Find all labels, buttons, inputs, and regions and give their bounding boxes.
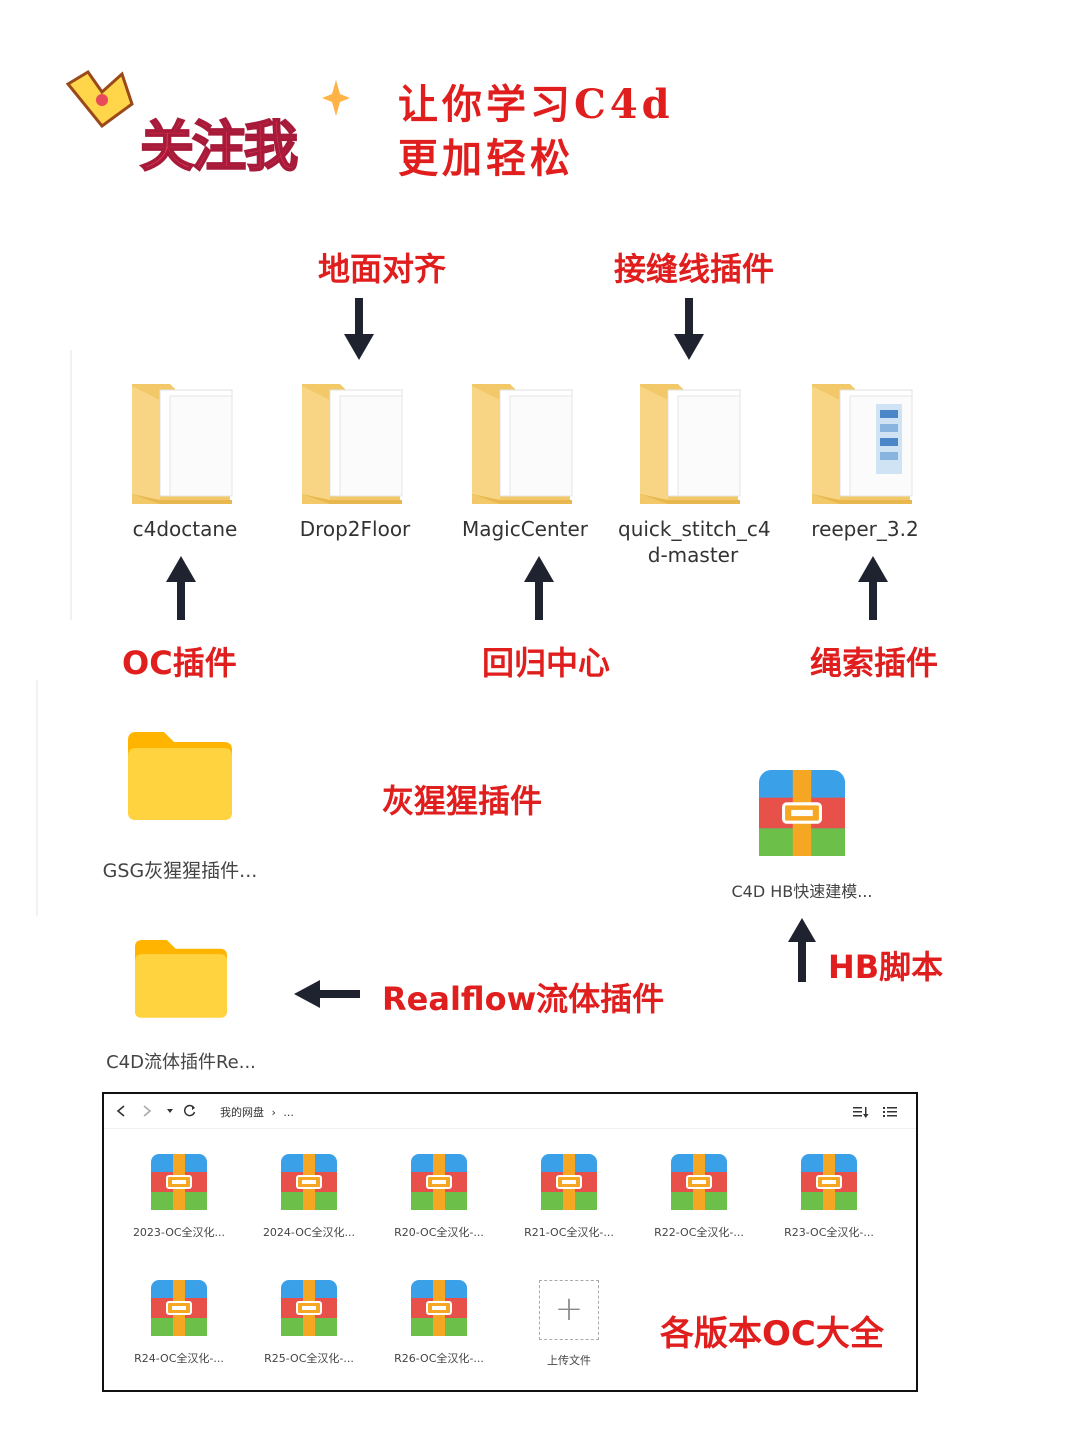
divider xyxy=(36,680,38,916)
file-label: R22-OC全汉化-... xyxy=(654,1226,744,1239)
nav-forward-button[interactable] xyxy=(140,1104,154,1122)
folder-quick-stitch[interactable]: quick_stitch_c4 d-master xyxy=(618,376,771,568)
toolbar-divider xyxy=(104,1128,916,1129)
arrow-up-icon xyxy=(858,556,888,620)
quickstitch-label: 接缝线插件 xyxy=(614,250,775,288)
folder-icon xyxy=(128,730,232,820)
chevron-left-icon xyxy=(116,1105,125,1117)
folder-icon xyxy=(300,376,410,506)
file-label: R24-OC全汉化-... xyxy=(134,1352,224,1365)
nav-back-button[interactable] xyxy=(114,1104,128,1122)
file-item[interactable]: R23-OC全汉化-... xyxy=(774,1154,884,1240)
reeper-label: 绳索插件 xyxy=(810,644,939,682)
hb-label: HB脚本 xyxy=(828,948,944,986)
refresh-button[interactable] xyxy=(182,1103,198,1123)
upload-file-button[interactable]: + 上传文件 xyxy=(514,1280,624,1368)
breadcrumb-root[interactable]: 我的网盘 xyxy=(220,1106,264,1119)
zip-icon xyxy=(151,1154,207,1210)
file-label: 2024-OC全汉化... xyxy=(262,1226,356,1239)
file-hb-script[interactable]: C4D HB快速建模... xyxy=(720,770,884,902)
file-label: R23-OC全汉化-... xyxy=(784,1226,874,1239)
folder-label: GSG灰猩猩插件... xyxy=(102,860,258,882)
gsg-label: 灰猩猩插件 xyxy=(382,782,543,820)
tagline-line2: 更加轻松 xyxy=(398,135,574,182)
breadcrumb: 我的网盘 › ... xyxy=(220,1104,294,1120)
zip-icon xyxy=(671,1154,727,1210)
zip-icon xyxy=(151,1280,207,1336)
octane-label: OC插件 xyxy=(122,644,237,682)
caret-down-icon xyxy=(167,1109,173,1113)
arrow-up-icon xyxy=(788,918,816,982)
folder-gsg[interactable]: GSG灰猩猩插件... xyxy=(90,730,270,883)
file-item[interactable]: R22-OC全汉化-... xyxy=(644,1154,754,1240)
folder-reeper[interactable]: reeper_3.2 xyxy=(790,376,940,542)
file-item[interactable]: R20-OC全汉化-... xyxy=(384,1154,494,1240)
folder-label: quick_stitch_c4 d-master xyxy=(618,517,771,567)
folder-label: Drop2Floor xyxy=(299,517,411,541)
zip-icon xyxy=(281,1280,337,1336)
folder-label: MagicCenter xyxy=(461,517,589,541)
sparkle-icon xyxy=(322,80,350,116)
arrow-up-icon xyxy=(524,556,554,620)
plus-icon: + xyxy=(539,1280,599,1340)
zip-icon xyxy=(411,1280,467,1336)
zip-icon xyxy=(759,770,845,856)
list-view-icon xyxy=(883,1107,897,1117)
file-label: R20-OC全汉化-... xyxy=(394,1226,484,1239)
oc-versions-label: 各版本OC大全 xyxy=(660,1314,884,1354)
history-dropdown[interactable] xyxy=(166,1104,174,1122)
zip-icon xyxy=(281,1154,337,1210)
folder-label: C4D流体插件Re... xyxy=(106,1052,256,1073)
arrow-down-icon xyxy=(344,298,374,360)
sort-icon xyxy=(853,1107,869,1118)
file-label: 2023-OC全汉化... xyxy=(132,1226,226,1239)
crown-icon xyxy=(65,69,134,129)
file-item[interactable]: R26-OC全汉化-... xyxy=(384,1280,494,1366)
cloud-drive-panel: 我的网盘 › ... 2023-OC全汉化... 2024-OC全汉化... R… xyxy=(102,1092,918,1392)
drop2floor-label: 地面对齐 xyxy=(318,250,447,288)
folder-label: c4doctane xyxy=(132,517,238,541)
arrow-down-icon xyxy=(674,298,704,360)
list-view-button[interactable] xyxy=(882,1104,898,1124)
folder-c4doctane[interactable]: c4doctane xyxy=(110,376,260,542)
divider xyxy=(70,350,72,620)
zip-icon xyxy=(801,1154,857,1210)
file-label: C4D HB快速建模... xyxy=(731,882,873,901)
file-item[interactable]: R21-OC全汉化-... xyxy=(514,1154,624,1240)
file-item[interactable]: 2024-OC全汉化... xyxy=(254,1154,364,1240)
sort-button[interactable] xyxy=(852,1104,870,1124)
folder-label: reeper_3.2 xyxy=(811,517,919,541)
zip-icon xyxy=(541,1154,597,1210)
chevron-right-icon: › xyxy=(271,1106,276,1119)
folder-icon xyxy=(135,938,227,1018)
chevron-right-icon xyxy=(143,1105,152,1117)
file-item[interactable]: R25-OC全汉化-... xyxy=(254,1280,364,1366)
refresh-icon xyxy=(183,1104,196,1117)
folder-icon xyxy=(130,376,240,506)
folder-realflow[interactable]: C4D流体插件Re... xyxy=(96,938,266,1074)
file-label: R25-OC全汉化-... xyxy=(264,1352,354,1365)
folder-magiccenter[interactable]: MagicCenter xyxy=(450,376,600,542)
arrow-left-icon xyxy=(294,980,360,1008)
follow-me-logo: 关注我 xyxy=(62,66,352,196)
zip-icon xyxy=(411,1154,467,1210)
folder-drop2floor[interactable]: Drop2Floor xyxy=(280,376,430,542)
file-label: R26-OC全汉化-... xyxy=(394,1352,484,1365)
arrow-up-icon xyxy=(166,556,196,620)
folder-icon xyxy=(810,376,920,506)
logo-text: 关注我 xyxy=(139,114,299,179)
file-item[interactable]: R24-OC全汉化-... xyxy=(124,1280,234,1366)
tagline: 让你学习C4d 更加轻松 xyxy=(398,78,674,186)
tagline-line1: 让你学习C4d xyxy=(398,81,674,128)
file-label: R21-OC全汉化-... xyxy=(524,1226,614,1239)
folder-icon xyxy=(470,376,580,506)
upload-label: 上传文件 xyxy=(547,1354,591,1367)
folder-icon xyxy=(638,376,748,506)
breadcrumb-more[interactable]: ... xyxy=(283,1106,294,1119)
magiccenter-label: 回归中心 xyxy=(482,644,611,682)
realflow-label: Realflow流体插件 xyxy=(382,980,665,1018)
file-item[interactable]: 2023-OC全汉化... xyxy=(124,1154,234,1240)
